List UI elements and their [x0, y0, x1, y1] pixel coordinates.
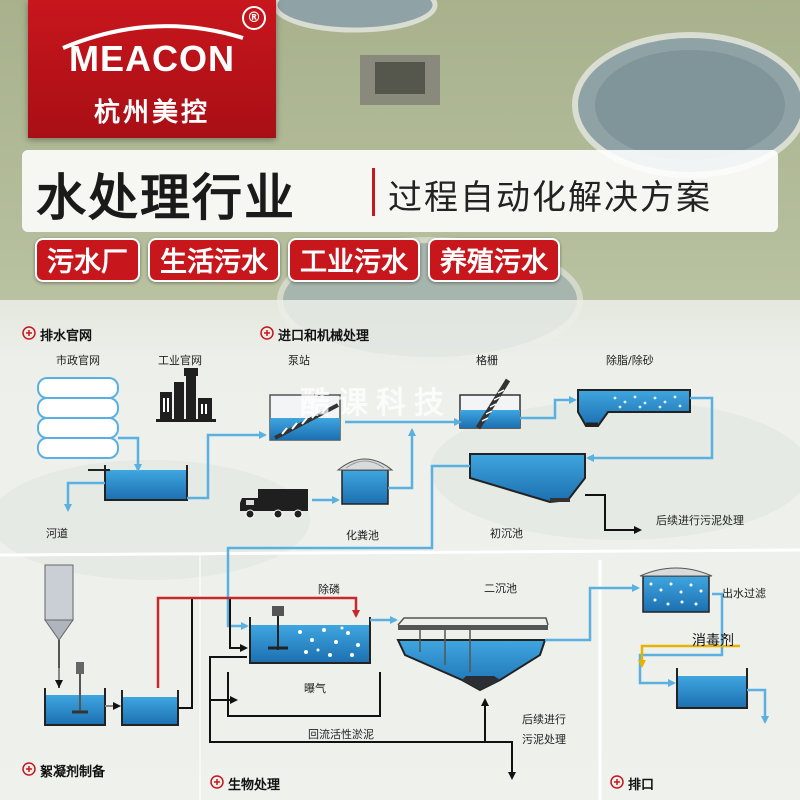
truck-icon [240, 489, 308, 519]
watermark: 酷课科技 [300, 386, 452, 421]
plus-icon-discharge [610, 775, 624, 789]
label-degrease: 除脂/除砂 [606, 354, 654, 367]
disinfectant-line [638, 644, 740, 668]
phosphorus-line [156, 596, 360, 688]
brand-cn-name: 杭州美控 [93, 98, 210, 128]
label-outlet-filter: 出水过滤 [722, 587, 766, 600]
label-sludge-next-2a: 后续进行 [522, 713, 566, 726]
plus-icon-bio [210, 775, 224, 789]
outlet-filter [639, 567, 713, 613]
label-phosphorus: 除磷 [318, 583, 340, 596]
pump-station [269, 394, 341, 441]
primary-clarifier [469, 453, 586, 504]
tag-domestic-sewage[interactable]: 生活污水 [148, 238, 280, 282]
brand-logo[interactable]: MEACON 杭州美控 ® [28, 0, 276, 138]
headline-bar [22, 150, 778, 232]
registered-mark: ® [242, 6, 266, 30]
section-bio: 生物处理 [228, 778, 281, 793]
plus-icon-intake [260, 326, 274, 340]
label-industrial: 工业官网 [158, 354, 202, 367]
secondary-clarifier [396, 617, 549, 692]
disinfection-tank [676, 668, 748, 709]
label-municipal: 市政官网 [56, 354, 100, 367]
plus-icon-drainage [22, 326, 36, 340]
label-river: 河道 [46, 527, 68, 540]
label-return-sludge: 回流活性淤泥 [308, 728, 374, 741]
degrease-tank [577, 389, 691, 427]
grille-unit [459, 378, 521, 430]
plus-icon-flocculant [22, 762, 36, 776]
label-grille: 格栅 [476, 354, 498, 367]
headline-divider [372, 168, 375, 216]
headline-sub: 过程自动化解决方案 [388, 178, 712, 218]
section-drainage: 排水官网 [40, 329, 93, 344]
section-flocculant: 絮凝剂制备 [40, 765, 106, 780]
brand-name: MEACON [69, 38, 235, 79]
section-discharge: 排口 [628, 778, 655, 793]
tag-industrial-sewage[interactable]: 工业污水 [288, 238, 420, 282]
label-sludge-next-2b: 污泥处理 [522, 733, 566, 746]
label-sludge-next-1: 后续进行污泥处理 [656, 514, 744, 527]
flocculant-silo [44, 564, 74, 688]
aeration-tank [249, 606, 371, 664]
tag-aquaculture-sewage[interactable]: 养殖污水 [428, 238, 560, 282]
municipal-network [37, 377, 119, 459]
label-secondary: 二沉池 [484, 582, 517, 595]
label-aeration: 曝气 [304, 682, 326, 695]
headline-main: 水处理行业 [36, 169, 296, 227]
water-pipes [64, 396, 769, 724]
tag-sewage-plant[interactable]: 污水厂 [35, 238, 140, 282]
factory-icon [156, 368, 216, 422]
swoosh-icon [62, 24, 244, 50]
label-septic: 化粪池 [346, 529, 379, 542]
section-intake: 进口和机械处理 [278, 329, 370, 344]
label-primary: 初沉池 [490, 527, 523, 540]
septic-tank [336, 458, 394, 505]
label-pump-station: 泵站 [288, 354, 310, 367]
label-disinfectant: 消毒剂 [692, 633, 734, 649]
